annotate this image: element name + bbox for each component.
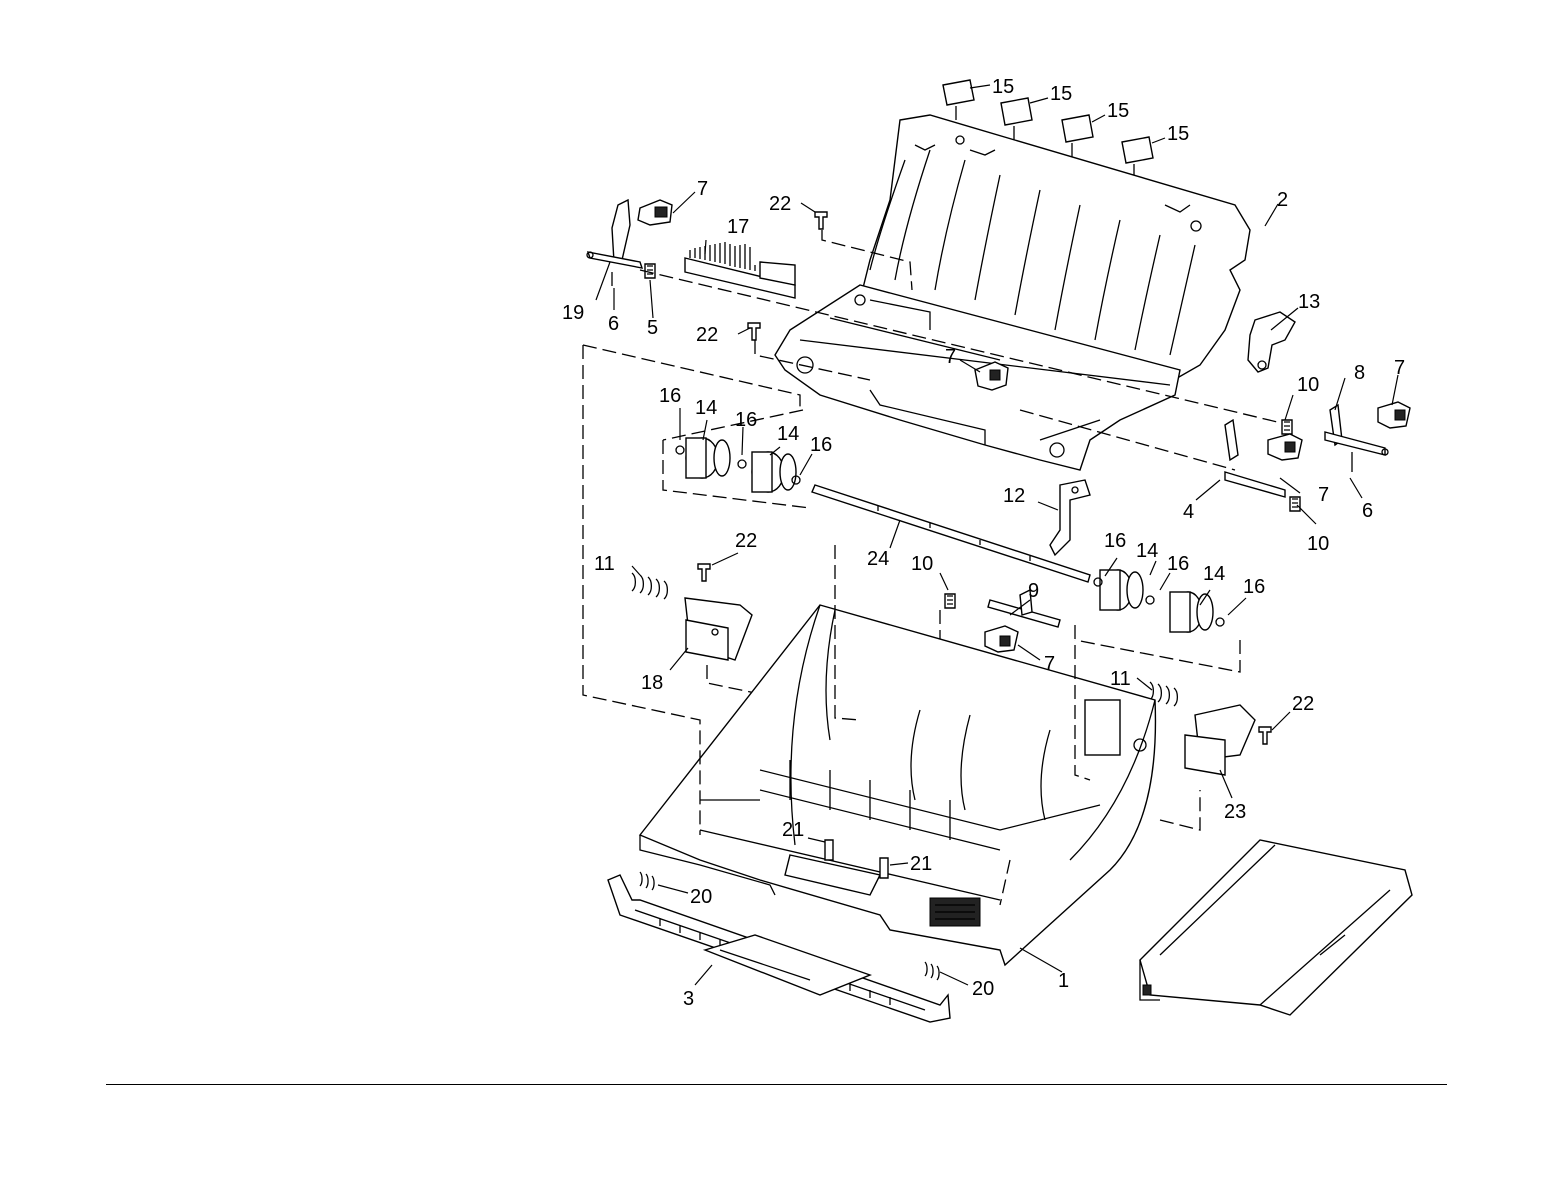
callout-7: 7 (697, 178, 708, 200)
callout-15: 15 (1050, 83, 1072, 105)
callout-7: 7 (945, 346, 956, 368)
callout-14: 14 (1203, 563, 1225, 585)
callout-6: 6 (608, 313, 619, 335)
callout-10: 10 (1307, 533, 1329, 555)
callout-4: 4 (1183, 501, 1194, 523)
callout-21: 21 (910, 853, 932, 875)
separate-cover (1140, 840, 1412, 1015)
part-17-brush (685, 242, 795, 298)
callout-19: 19 (562, 302, 584, 324)
callout-11: 11 (594, 553, 615, 575)
callout-14: 14 (777, 423, 799, 445)
callout-9: 9 (1028, 580, 1039, 602)
callout-2: 2 (1277, 189, 1288, 211)
callout-16: 16 (735, 409, 757, 431)
callout-22: 22 (696, 324, 718, 346)
callout-16: 16 (1167, 553, 1189, 575)
callout-22: 22 (1292, 693, 1314, 715)
callout-7: 7 (1394, 357, 1405, 379)
lower-frame (640, 605, 1155, 965)
callout-16: 16 (810, 434, 832, 456)
footer-divider (106, 1084, 1447, 1085)
callout-6: 6 (1362, 500, 1373, 522)
callout-15: 15 (1167, 123, 1189, 145)
callout-24: 24 (867, 548, 889, 570)
callout-7: 7 (1318, 484, 1329, 506)
callout-15: 15 (992, 76, 1014, 98)
callout-22: 22 (735, 530, 757, 552)
callout-18: 18 (641, 672, 663, 694)
callout-23: 23 (1224, 801, 1246, 823)
callout-20: 20 (690, 886, 712, 908)
part-13-bracket (1248, 312, 1295, 372)
callout-3: 3 (683, 988, 694, 1010)
callout-1: 1 (1058, 970, 1069, 992)
callout-15: 15 (1107, 100, 1129, 122)
callout-13: 13 (1298, 291, 1320, 313)
callout-16: 16 (1104, 530, 1126, 552)
callout-8: 8 (1354, 362, 1365, 384)
callout-22: 22 (769, 193, 791, 215)
callout-11: 11 (1110, 668, 1131, 690)
callout-17: 17 (727, 216, 749, 238)
callout-10: 10 (911, 553, 933, 575)
callout-14: 14 (1136, 540, 1158, 562)
callout-10: 10 (1297, 374, 1319, 396)
callout-7: 7 (1044, 653, 1055, 675)
callout-16: 16 (659, 385, 681, 407)
callout-20: 20 (972, 978, 994, 1000)
callout-21: 21 (782, 819, 804, 841)
callout-12: 12 (1003, 485, 1025, 507)
callout-5: 5 (647, 317, 658, 339)
part-12-bracket (1050, 480, 1090, 555)
callout-16: 16 (1243, 576, 1265, 598)
callout-14: 14 (695, 397, 717, 419)
